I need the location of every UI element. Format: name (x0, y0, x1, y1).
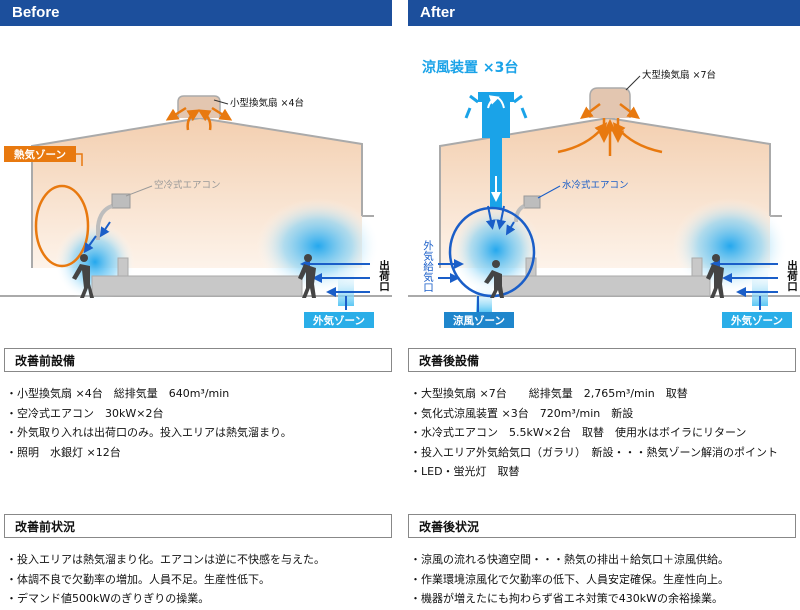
list-item: ・作業環境涼風化で欠勤率の低下、人員安定確保。生産性向上。 (410, 572, 729, 586)
aircon-unit (523, 195, 541, 209)
before-equipment-title: 改善前設備 (15, 354, 76, 368)
before-diagram: 熱気ゾーン 小型換気扇 ×4台 空冷式エアコン 出荷口 外気ゾーン (0, 26, 392, 340)
cool-zone-label: 涼風ゾーン (453, 314, 505, 327)
roof-fan (589, 87, 631, 118)
list-item: ・体調不良で欠勤率の増加。人員不足。生産性低下。 (6, 572, 270, 586)
after-equipment-title: 改善後設備 (419, 354, 480, 368)
after-equipment-list: ・大型換気扇 ×7台 総排気量 2,765m³/min 取替 ・気化式涼風装置 … (410, 384, 778, 482)
list-item: ・LED・蛍光灯 取替 (410, 465, 520, 478)
after-tab-label: After (420, 4, 456, 21)
list-item: ・デマンド値500kWのぎりぎりの操業。 (6, 592, 210, 605)
worker-left (72, 254, 94, 298)
list-item: ・大型換気扇 ×7台 総排気量 2,765m³/min 取替 (410, 387, 688, 400)
worker-center (484, 260, 504, 298)
small-fan-label: 小型換気扇 ×4台 (230, 97, 304, 109)
after-equipment-title-box: 改善後設備 (408, 348, 796, 372)
before-status-title: 改善前状況 (15, 520, 76, 534)
list-item: ・空冷式エアコン 30kW×2台 (6, 406, 164, 420)
list-item: ・涼風の流れる快適空間・・・熱気の排出＋給気口＋涼風供給。 (410, 553, 729, 566)
hot-zone-box (4, 146, 76, 162)
outside-zone-label: 外気ゾーン (312, 314, 365, 327)
cooler-duct (490, 138, 502, 208)
large-fan-label: 大型換気扇 ×7台 (642, 69, 716, 81)
equipment-line (499, 275, 711, 297)
aircon-unit (111, 193, 131, 209)
roof-fan (177, 95, 221, 118)
list-item: ・投入エリア外気給気口（ガラリ） 新設・・・熱気ゾーン解消のポイント (410, 445, 778, 459)
list-item: ・投入エリアは熱気溜まり化。エアコンは逆に不快感を与えた。 (6, 553, 325, 566)
hot-zone-label: 熱気ゾーン (14, 148, 66, 161)
cool-zone-box (444, 312, 514, 328)
after-tab: After (408, 0, 800, 26)
before-status-list: ・投入エリアは熱気溜まり化。エアコンは逆に不快感を与えた。 ・体調不良で欠勤率の… (6, 550, 325, 609)
outside-zone-box (304, 312, 374, 328)
aircon-label: 水冷式エアコン (562, 179, 629, 191)
shipping-label: 出荷口 (786, 259, 798, 291)
cooler-label: 涼風装置 ×3台 (422, 59, 518, 76)
shipping-label: 出荷口 (378, 259, 390, 291)
equipment-line (91, 275, 303, 297)
cooler-unit (482, 98, 510, 138)
intake-label: 外気給気口 (422, 240, 434, 293)
list-item: ・小型換気扇 ×4台 総排気量 640m³/min (6, 387, 230, 400)
before-equipment-list: ・小型換気扇 ×4台 総排気量 640m³/min ・空冷式エアコン 30kW×… (6, 384, 292, 462)
before-tab-label: Before (12, 4, 60, 21)
before-equipment-title-box: 改善前設備 (4, 348, 392, 372)
list-item: ・照明 水銀灯 ×12台 (6, 445, 121, 459)
hot-zone-ellipse (34, 184, 90, 268)
after-status-title: 改善後状況 (419, 520, 480, 534)
outside-zone-box (722, 312, 792, 328)
outside-zone-label: 外気ゾーン (730, 314, 783, 327)
after-status-list: ・涼風の流れる快適空間・・・熱気の排出＋給気口＋涼風供給。 ・作業環境涼風化で欠… (410, 550, 729, 609)
aircon-label: 空冷式エアコン (154, 179, 221, 191)
list-item: ・外気取り入れは出荷口のみ。投入エリアは熱気溜まり。 (6, 426, 292, 439)
list-item: ・気化式涼風装置 ×3台 720m³/min 新設 (410, 406, 634, 420)
before-tab: Before (0, 0, 392, 26)
worker-right (706, 254, 724, 298)
before-status-title-box: 改善前状況 (4, 514, 392, 538)
after-status-title-box: 改善後状況 (408, 514, 796, 538)
list-item: ・水冷式エアコン 5.5kW×2台 取替 使用水はボイラにリターン (410, 426, 747, 439)
worker-right (298, 254, 316, 298)
list-item: ・機器が増えたにも拘わらず省エネ対策で430kWの余裕操業。 (410, 592, 724, 605)
after-diagram: 涼風装置 ×3台 大型換気扇 ×7台 水冷式エアコン 外気給気口 出荷口 涼風ゾ… (408, 26, 800, 340)
